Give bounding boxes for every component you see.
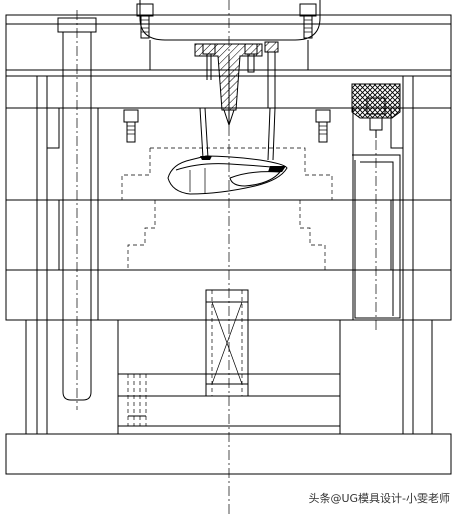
ring-screw-right (299, 3, 317, 39)
ring-screw-left (136, 3, 154, 39)
hatched-wedge (264, 41, 279, 108)
watermark-text: 头条@UG模具设计-小雯老师 (308, 492, 450, 505)
ejector-pin-left (127, 374, 147, 426)
bottom-clamp-plate (5, 433, 452, 475)
support-pillar (205, 289, 249, 397)
cavity-screw-right (315, 109, 331, 143)
spacer-block-left (25, 319, 119, 435)
cavity-screw-left (123, 109, 139, 143)
left-side-frame (36, 75, 60, 435)
right-bushing (351, 83, 401, 138)
core-plate (5, 199, 452, 271)
left-guide-pin (57, 10, 97, 410)
right-guide-pin (352, 140, 401, 330)
runner-screw-right (244, 43, 258, 73)
spacer-block-right (339, 319, 433, 435)
right-side-frame (390, 75, 414, 435)
support-plate (5, 269, 452, 321)
cavity-insert-outline (121, 147, 333, 200)
molded-part (167, 155, 288, 195)
sprue-pullers (199, 107, 276, 161)
ejector-plate (117, 395, 341, 427)
